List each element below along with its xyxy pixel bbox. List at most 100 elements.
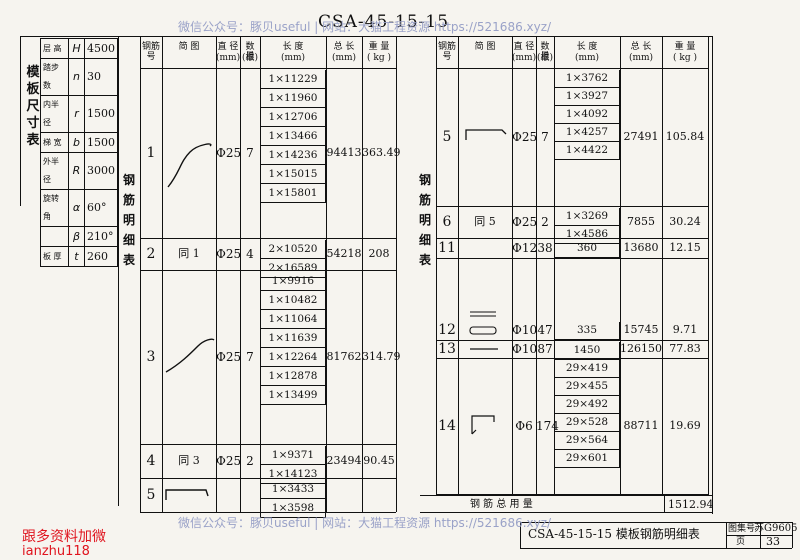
dim-label bbox=[40, 226, 69, 247]
table-rule bbox=[140, 512, 396, 513]
row-count: 7 bbox=[541, 130, 549, 144]
row-no: 11 bbox=[438, 240, 456, 256]
row-total: 94413 bbox=[326, 146, 362, 159]
row-count: 4 bbox=[246, 247, 254, 261]
row-count: 38 bbox=[537, 241, 553, 255]
promo-line2: ianzhu118 bbox=[22, 544, 90, 559]
rebar-3-shape-icon bbox=[165, 338, 215, 373]
rebar-table-label-right: 钢筋明细表 bbox=[418, 173, 431, 267]
table-rule bbox=[436, 340, 708, 341]
promo-line1: 跟多资料加微 bbox=[22, 529, 106, 545]
length-cell: 29×492 bbox=[554, 396, 620, 414]
length-cell: 1×3433 bbox=[260, 480, 326, 499]
length-cell: 1×4092 bbox=[554, 106, 620, 124]
row-count: 174 bbox=[536, 419, 559, 433]
dim-value: 1500 bbox=[84, 95, 118, 133]
table-rule bbox=[140, 68, 396, 69]
row-count: 2 bbox=[246, 454, 254, 468]
table-rule bbox=[436, 258, 708, 259]
row-dia: Φ25 bbox=[216, 350, 242, 364]
row-total: 27491 bbox=[623, 130, 659, 143]
row-no: 3 bbox=[146, 349, 156, 365]
atlas-no: 苏G9605 bbox=[754, 523, 798, 534]
header-total-unit: (mm) bbox=[628, 53, 654, 63]
row-dia: Φ25 bbox=[216, 247, 242, 261]
length-cell: 29×455 bbox=[554, 378, 620, 396]
footer-title: CSA-45-15-15 模板钢筋明细表 bbox=[528, 527, 700, 541]
table-rule bbox=[436, 494, 708, 495]
row-total: 23494 bbox=[326, 454, 362, 467]
table-rule bbox=[326, 36, 327, 512]
header-count-unit: (根) bbox=[241, 53, 259, 63]
rebar-12-shape-icon bbox=[469, 326, 497, 335]
length-cell: 29×528 bbox=[554, 414, 620, 432]
header-length: 长 度 bbox=[576, 42, 598, 52]
length-cell: 1×12264 bbox=[260, 348, 326, 367]
table-rule bbox=[708, 36, 709, 495]
rebar-5-shape-icon bbox=[165, 489, 209, 500]
header-dia: 直 径 bbox=[217, 42, 239, 52]
total-weight: 1512.94 bbox=[668, 498, 714, 511]
row-dia: Φ10 bbox=[512, 342, 538, 356]
length-cell: 1×3598 bbox=[260, 499, 326, 518]
length-cell: 1×15015 bbox=[260, 165, 326, 184]
template-label: 模板尺寸表 bbox=[26, 65, 40, 148]
rebar-13-shape-icon bbox=[470, 348, 498, 350]
length-cell: 1×12706 bbox=[260, 108, 326, 127]
length-cell: 1×15801 bbox=[260, 184, 326, 203]
dim-label: 内半径 bbox=[40, 95, 69, 133]
header-weight-unit: ( kg ) bbox=[367, 53, 391, 63]
dim-value: 4500 bbox=[84, 38, 118, 59]
dim-value: 260 bbox=[84, 246, 118, 267]
table-rule bbox=[536, 36, 537, 495]
length-cell: 1×11960 bbox=[260, 89, 326, 108]
row-weight: 90.45 bbox=[363, 454, 395, 467]
dim-symbol: n bbox=[67, 58, 86, 96]
length-cell: 29×419 bbox=[554, 360, 620, 378]
length-cell: 1×11064 bbox=[260, 310, 326, 329]
table-rule bbox=[554, 36, 555, 495]
length-cell: 1×11639 bbox=[260, 329, 326, 348]
dim-label: 外半径 bbox=[40, 152, 69, 190]
row-weight: 12.15 bbox=[669, 241, 701, 254]
dim-symbol: b bbox=[67, 132, 86, 153]
header-dia-unit: (mm) bbox=[512, 53, 537, 63]
total-label: 钢 筋 总 用 量 bbox=[470, 499, 533, 510]
row-dia: Φ25 bbox=[512, 130, 538, 144]
length-cell: 1×10482 bbox=[260, 291, 326, 310]
rebar-11-shape-icon bbox=[470, 311, 496, 317]
length-cell: 1×9916 bbox=[260, 272, 326, 291]
row-count: 7 bbox=[246, 350, 254, 364]
row-dia: Φ10 bbox=[512, 323, 538, 337]
table-rule bbox=[512, 36, 513, 495]
length-cell: 2×10520 bbox=[260, 240, 326, 259]
row-total: 126150 bbox=[620, 342, 662, 355]
length-cell: 1×3927 bbox=[554, 88, 620, 106]
length-cell: 1×4257 bbox=[554, 124, 620, 142]
dim-value: 3000 bbox=[84, 152, 118, 190]
table-rule bbox=[140, 478, 396, 479]
row-dia: Φ25 bbox=[216, 454, 242, 468]
table-rule bbox=[140, 238, 396, 239]
table-rule bbox=[436, 206, 708, 207]
rebar-1-shape-icon bbox=[167, 143, 212, 188]
header-shape: 简 图 bbox=[178, 42, 200, 52]
table-rule bbox=[140, 270, 396, 271]
row-count: 2 bbox=[541, 215, 549, 229]
table-rule bbox=[396, 36, 397, 512]
dim-symbol: H bbox=[67, 38, 86, 59]
row-count: 7 bbox=[246, 146, 254, 160]
watermark-top: 微信公众号：豚贝useful | 网站：大猫工程资源 https://52168… bbox=[178, 20, 552, 34]
row-weight: 208 bbox=[368, 247, 390, 260]
row-no: 13 bbox=[438, 341, 456, 357]
row-no: 6 bbox=[442, 214, 452, 230]
row-no: 1 bbox=[146, 145, 156, 161]
length-cell: 1×9371 bbox=[260, 446, 326, 465]
